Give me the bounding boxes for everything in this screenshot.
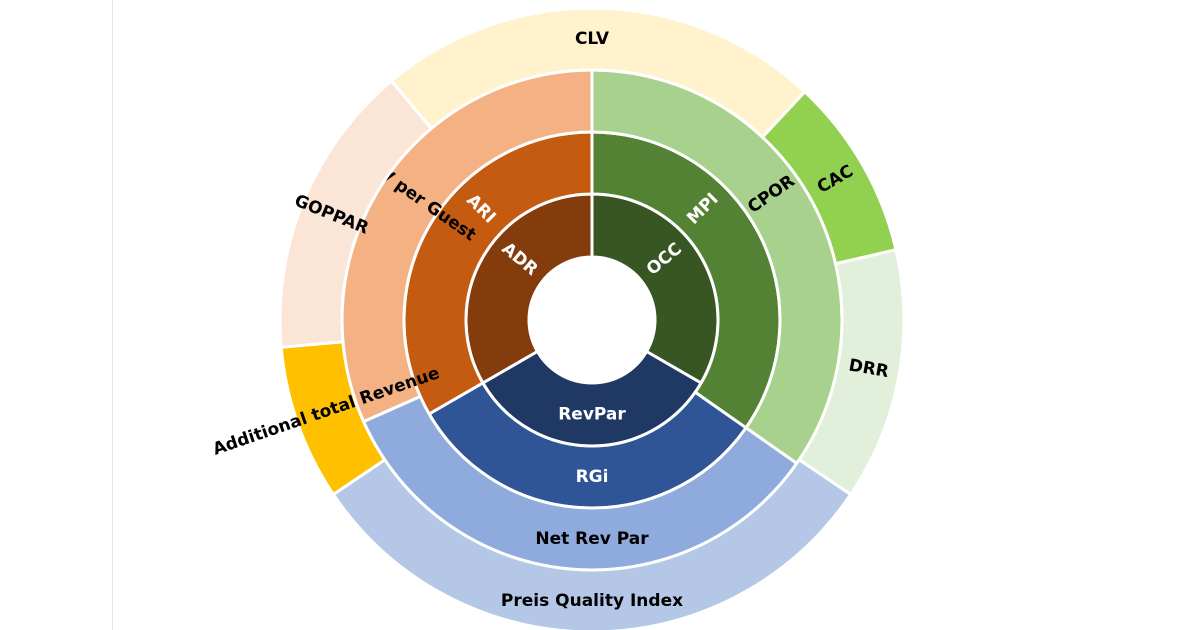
ring-1-label: RevPar <box>558 405 626 425</box>
ring-3-label: Net Rev Par <box>535 529 649 549</box>
page-left-rule <box>112 0 113 630</box>
ring-4-segment <box>278 78 434 349</box>
ring-2-label: RGi <box>576 467 609 487</box>
ring-4-label: CLV <box>575 29 610 49</box>
ring-4-label: Preis Quality Index <box>501 591 683 611</box>
center-hole <box>530 258 654 382</box>
